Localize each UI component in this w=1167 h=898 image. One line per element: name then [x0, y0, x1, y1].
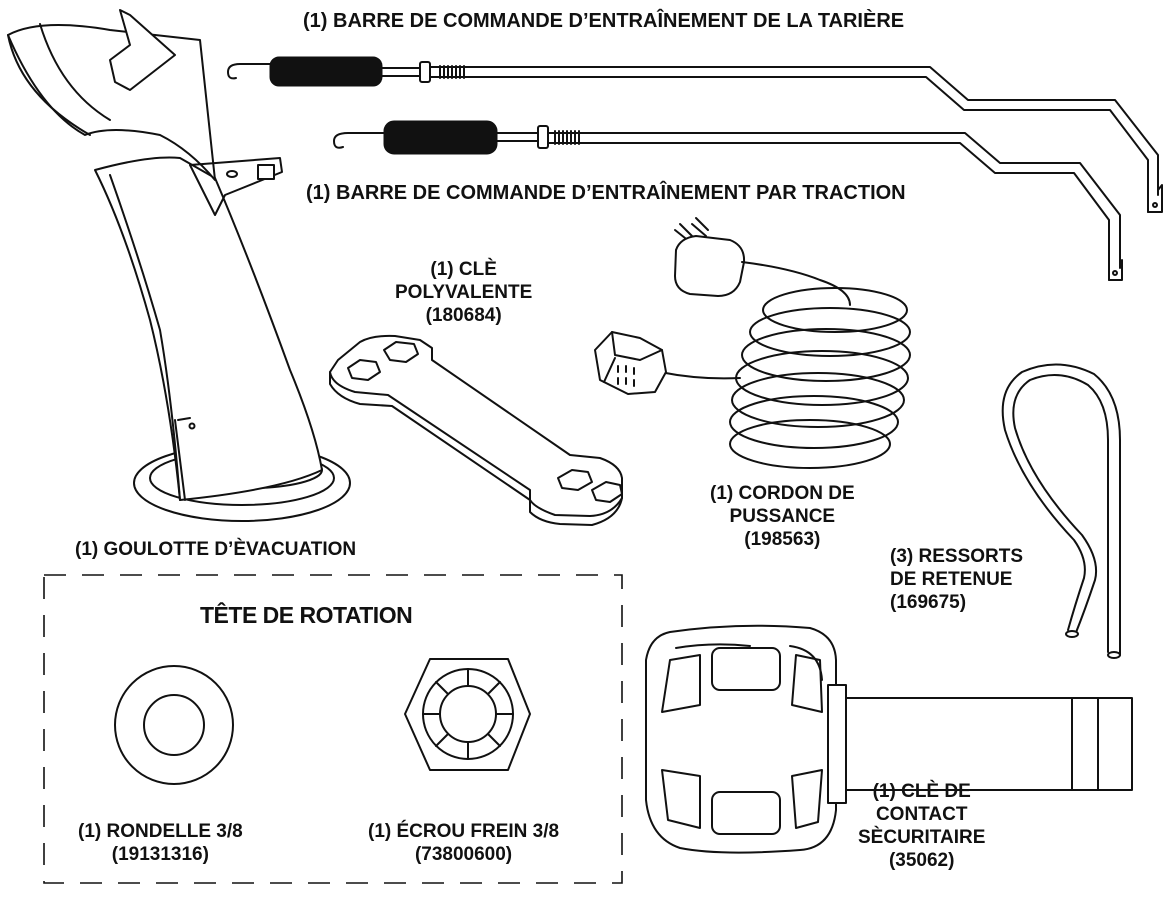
safety-key-label-line1: (1) CLÈ DE [872, 781, 971, 802]
washer-label-line1: (1) RONDELLE 3/8 [78, 821, 243, 842]
springs-label: (3) RESSORTS DE RETENUE (169675) [890, 545, 1023, 614]
power-cord-label-line3: (198563) [744, 529, 821, 550]
power-cord-label-line1: (1) CORDON DE [710, 483, 855, 504]
wrench-label-line2: POLYVALENTE [395, 282, 533, 303]
rotation-head-box [43, 574, 623, 884]
safety-key-label-line3: SÈCURITAIRE [858, 827, 986, 848]
power-cord-label-line2: PUSSANCE [729, 506, 836, 527]
nut-label-line1: (1) ÉCROU FREIN 3/8 [368, 821, 560, 842]
nut-label-line2: (73800600) [414, 844, 513, 865]
rotation-head-title: TÊTE DE ROTATION [200, 602, 413, 628]
traction-rod-label: (1) BARRE DE COMMANDE D’ENTRAÎNEMENT PAR… [306, 182, 906, 204]
traction-control-rod-drawing [333, 120, 1123, 281]
safety-key-label-line4: (35062) [888, 850, 955, 871]
wrench-drawing [329, 334, 623, 526]
washer-drawing [114, 665, 234, 785]
safety-key-drawing [645, 624, 1133, 854]
washer-label-line2: (19131316) [111, 844, 209, 865]
springs-label-line1: (3) RESSORTS [890, 546, 1024, 567]
safety-key-label-line2: CONTACT [875, 804, 968, 825]
safety-key-label: (1) CLÈ DE CONTACT SÈCURITAIRE (35062) [858, 780, 985, 872]
nut-label: (1) ÉCROU FREIN 3/8 (73800600) [368, 820, 559, 866]
power-cord-drawing [594, 217, 911, 469]
springs-label-line2: DE RETENUE [890, 569, 1013, 590]
wrench-label-line1: (1) CLÈ [430, 259, 497, 280]
lock-nut-drawing [404, 658, 531, 771]
chute-label: (1) GOULOTTE D’ÈVACUATION [75, 539, 357, 560]
wrench-label: (1) CLÈ POLYVALENTE (180684) [395, 258, 532, 327]
washer-label: (1) RONDELLE 3/8 (19131316) [78, 820, 243, 866]
power-cord-label: (1) CORDON DE PUSSANCE (198563) [710, 482, 855, 551]
retaining-spring-drawing [1001, 363, 1121, 659]
auger-rod-label: (1) BARRE DE COMMANDE D’ENTRAÎNEMENT DE … [303, 10, 905, 32]
wrench-label-line3: (180684) [425, 305, 502, 326]
discharge-chute-drawing [7, 9, 351, 522]
auger-control-rod-drawing [227, 56, 1163, 213]
springs-label-line3: (169675) [890, 592, 967, 613]
